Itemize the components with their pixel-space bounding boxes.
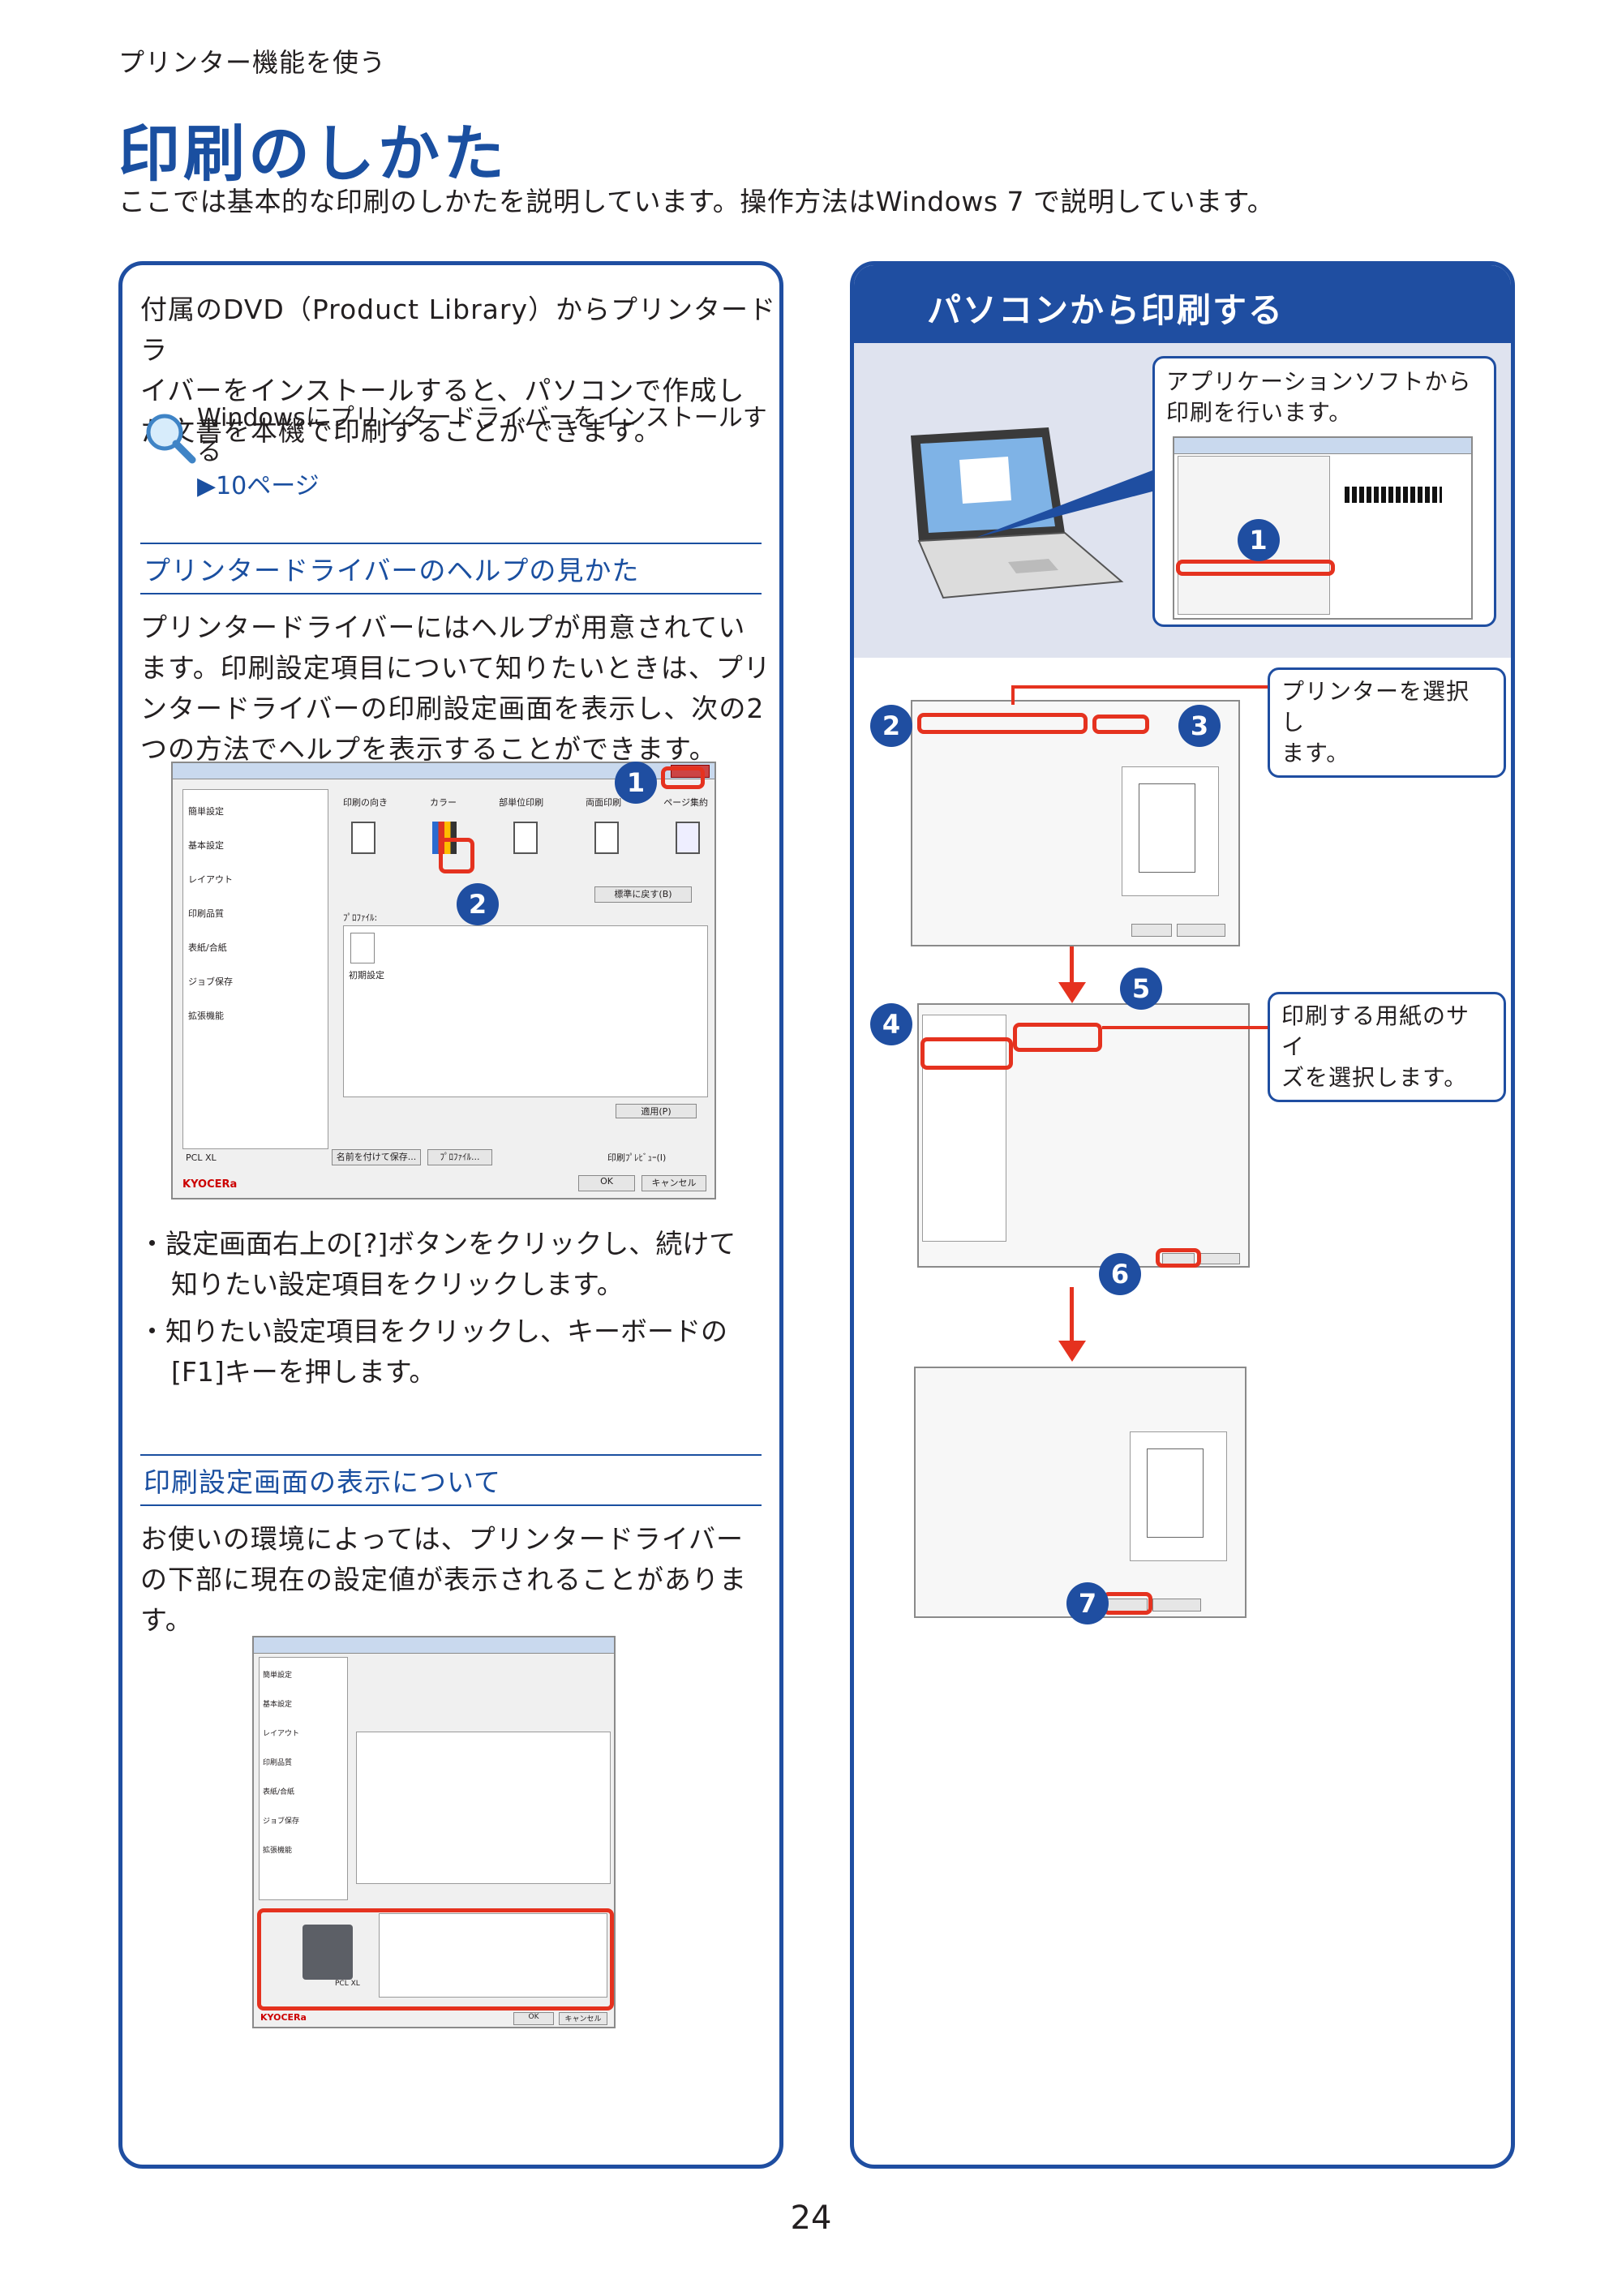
restore-button[interactable]: 標準に戻す(B): [594, 886, 692, 903]
feature-tabs: 印刷の向き カラー 部単位印刷 両面印刷 ページ集約: [343, 797, 708, 808]
right-panel-heading: パソコンから印刷する: [854, 265, 1511, 343]
side-item[interactable]: ジョブ保存: [188, 976, 233, 987]
side-item[interactable]: 拡張機能: [188, 1011, 224, 1021]
breadcrumb: プリンター機能を使う: [118, 47, 387, 78]
callout-step5: 印刷する用紙のサイ ズを選択します。: [1268, 992, 1506, 1102]
preview-box: [1122, 766, 1219, 896]
bullet-help-button: ・設定画面右上の[?]ボタンをクリックし、続けて知りたい設定項目をクリックします…: [139, 1228, 736, 1300]
profile-list[interactable]: 初期設定: [343, 925, 708, 1097]
status-area-highlight: [257, 1908, 614, 2011]
basic-settings-highlight: [920, 1037, 1013, 1070]
left-panel: 付属のDVD（Product Library）からプリンタードラ イバーをインス…: [118, 261, 783, 2169]
driver-dialog-screenshot: 簡単設定 基本設定 レイアウト 印刷品質 表紙/合紙 ジョブ保存 拡張機能 印刷…: [171, 762, 716, 1199]
down-arrow-icon: [1058, 982, 1086, 1003]
page-number: 24: [790, 2199, 832, 2237]
side-item[interactable]: レイアウト: [188, 874, 233, 885]
properties-highlight: [1092, 715, 1149, 734]
print-menu-highlight: [1176, 560, 1335, 576]
cancel-button[interactable]: キャンセル: [642, 1175, 706, 1191]
driver-status-screenshot: 簡単設定 基本設定 レイアウト 印刷品質 表紙/合紙 ジョブ保存 拡張機能 PC…: [252, 1636, 616, 2028]
display-paragraph: お使いの環境によっては、プリンタードライバー の下部に現在の設定値が表示されるこ…: [140, 1523, 747, 1636]
printer-select-highlight: [917, 713, 1088, 734]
side-item[interactable]: 印刷品質: [188, 908, 224, 919]
print-dialog-final-screenshot: [914, 1367, 1247, 1618]
laptop-illustration: [911, 427, 1124, 599]
properties-dialog-screenshot: [917, 1003, 1250, 1268]
side-item[interactable]: 基本設定: [188, 840, 224, 851]
intro-paragraph: 付属のDVD（Product Library）からプリンタードラ イバーをインス…: [140, 294, 776, 447]
feature-icons: [351, 822, 700, 870]
ok-button[interactable]: OK: [578, 1175, 635, 1191]
side-item[interactable]: 表紙/合紙: [188, 942, 227, 953]
paper-size-highlight: [1013, 1023, 1102, 1052]
callout-step2: プリンターを選択し ます。: [1268, 667, 1506, 778]
intro-text: ここでは基本的な印刷のしかたを説明しています。操作方法はWindows 7 で説…: [118, 186, 1275, 217]
side-menu: 簡単設定 基本設定 レイアウト 印刷品質 表紙/合紙 ジョブ保存 拡張機能: [182, 789, 328, 1149]
help-paragraph: プリンタードライバーにはヘルプが用意されてい ます。印刷設定項目について知りたい…: [140, 612, 771, 765]
section-heading-display: 印刷設定画面の表示について: [140, 1454, 762, 1506]
file-menu: [1178, 456, 1330, 615]
down-arrow-icon: [1058, 1341, 1086, 1362]
bullet-f1-key: ・知りたい設定項目をクリックし、キーボードの[F1]キーを押します。: [139, 1315, 727, 1388]
final-ok-highlight: [1102, 1592, 1152, 1615]
section-heading-help: プリンタードライバーのヘルプの見かた: [140, 543, 762, 594]
item-highlight: [439, 838, 474, 873]
settings-summary: [379, 1913, 607, 1998]
page-title: 印刷のしかた: [118, 118, 508, 190]
kyocera-logo: KYOCERa: [182, 1178, 238, 1191]
right-panel: パソコンから印刷する アプリケーションソフトから 印刷を行います。 1 2 3: [850, 261, 1515, 2169]
help-button-highlight: [661, 766, 705, 789]
ok-highlight: [1156, 1248, 1201, 1268]
magnifier-icon: [146, 414, 196, 464]
callout-step1: アプリケーションソフトから 印刷を行います。 1: [1152, 356, 1496, 627]
side-item[interactable]: 簡単設定: [188, 806, 224, 817]
reference-link[interactable]: Windowsにプリンタードライバーをインストールする ▶10ページ: [197, 404, 767, 500]
printer-image: [303, 1925, 353, 1980]
